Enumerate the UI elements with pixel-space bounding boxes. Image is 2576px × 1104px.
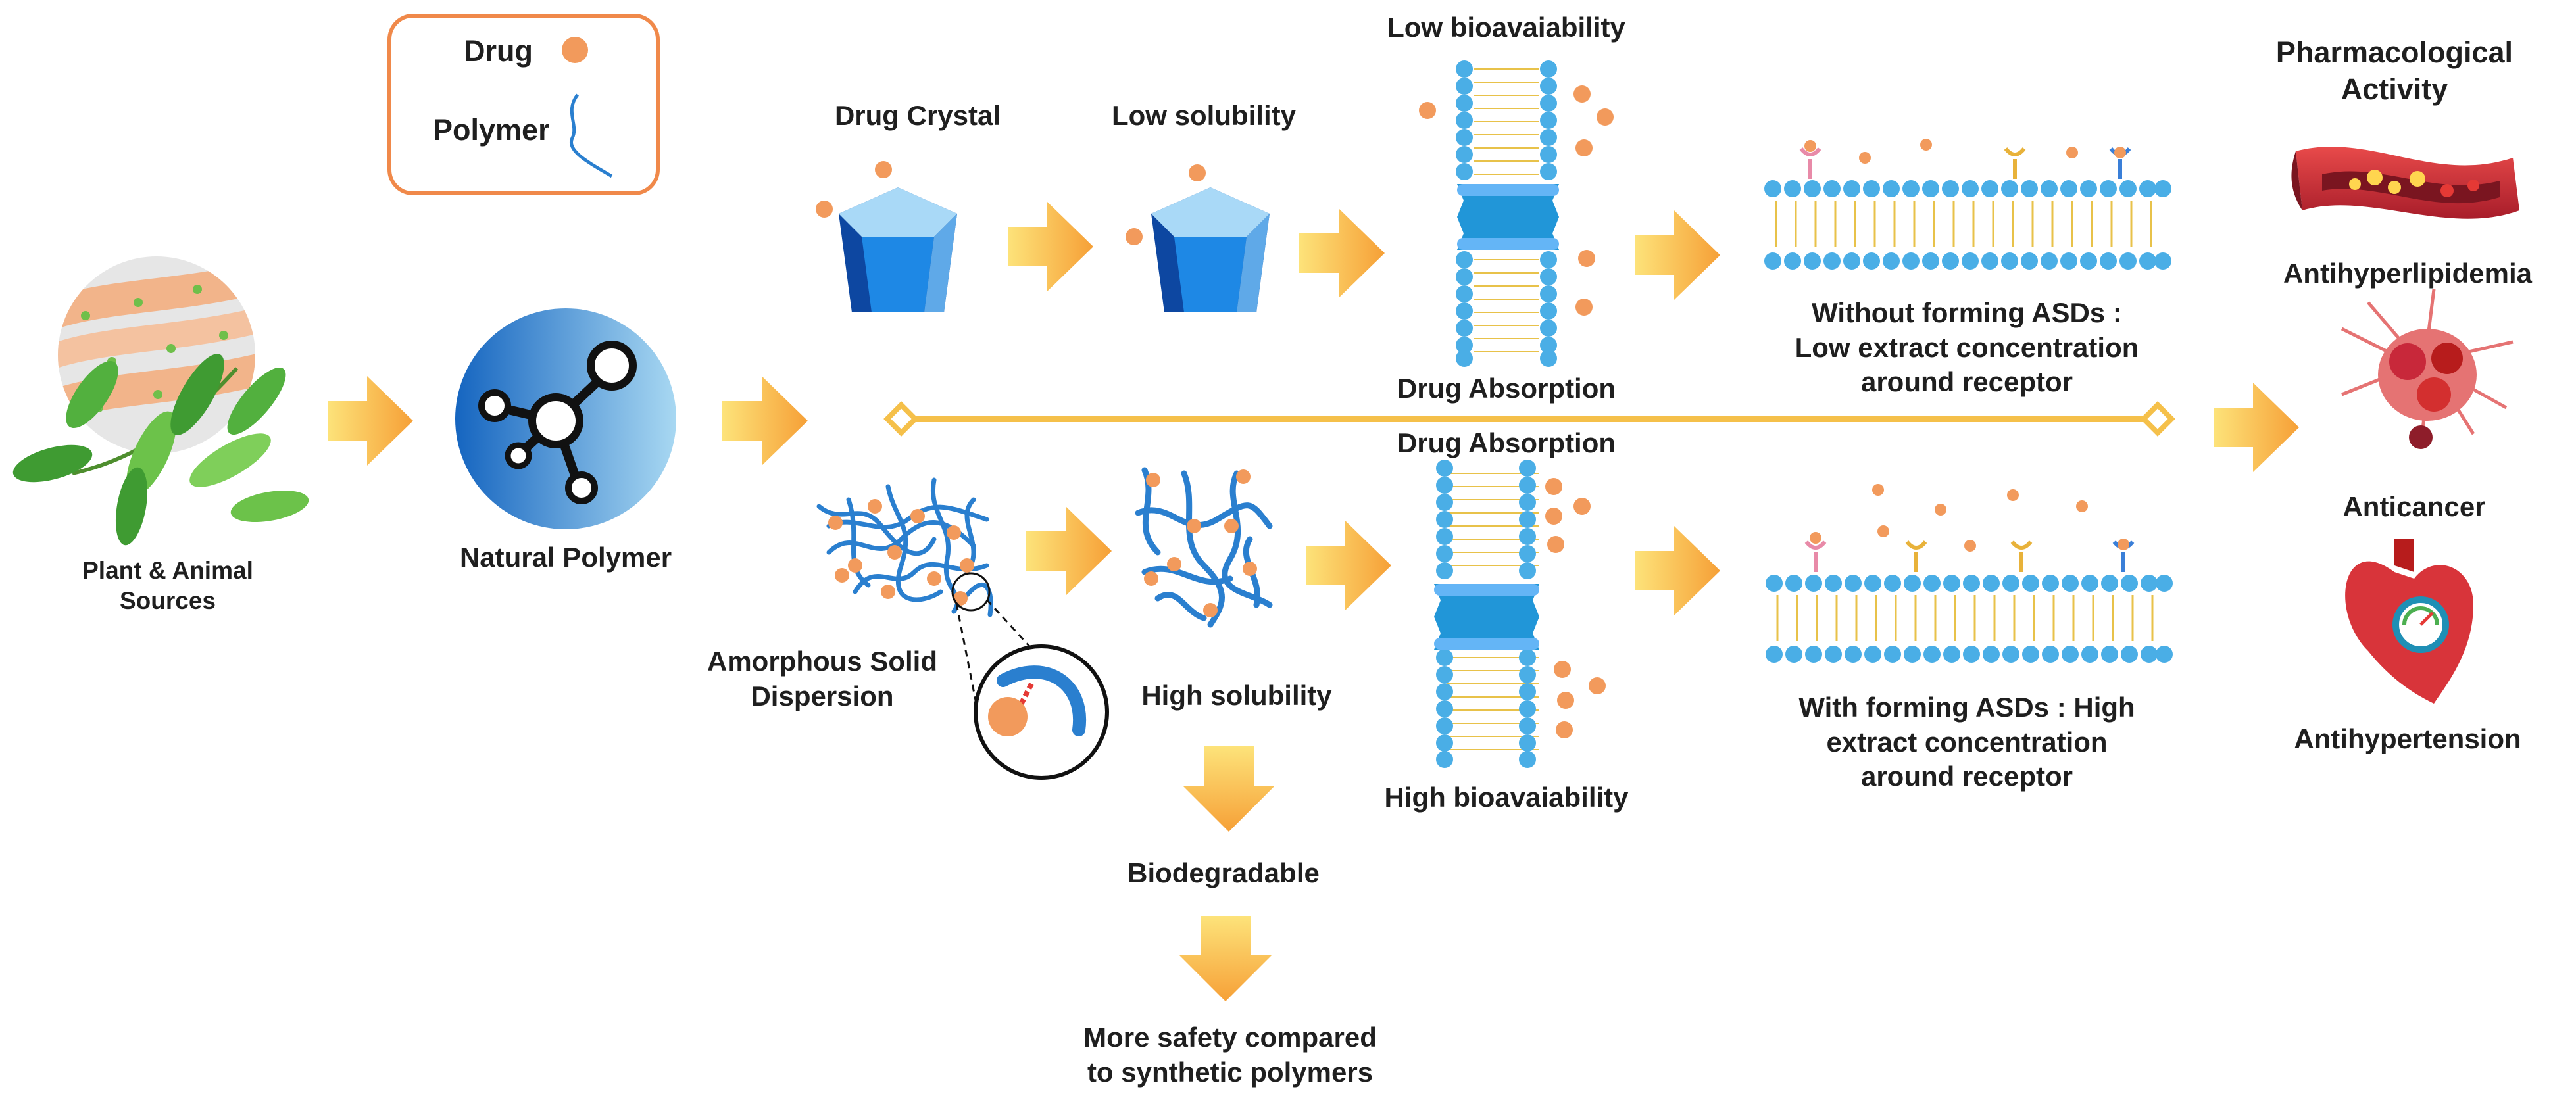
antihypertension-label: Antihypertension (2294, 723, 2521, 754)
activity-title-line1: Pharmacological (2275, 36, 2514, 69)
sources-label-line1: Plant & Animal (82, 557, 253, 584)
blood-vessel-icon (2291, 147, 2519, 219)
arrow-bottom-2 (1306, 521, 1391, 610)
with-asd-line1: With forming ASDs : High (1798, 692, 2135, 723)
with-asd-line2: extract concentration (1826, 726, 2108, 757)
anticancer-label: Anticancer (2342, 491, 2486, 522)
plant-animal-illustration (12, 256, 309, 546)
biodegradable-label: Biodegradable (1127, 857, 1320, 888)
arrow-top-1 (1008, 202, 1093, 291)
with-asd-label: With forming ASDs : High extract concent… (1750, 690, 2184, 794)
low-solubility-crystal (1126, 164, 1270, 312)
arrow-to-safety (1179, 916, 1272, 1001)
safety-label-line1: More safety compared (1083, 1022, 1377, 1053)
safety-label-line2: to synthetic polymers (1087, 1056, 1374, 1088)
low-bioavailability-label: Low bioavaiability (1387, 12, 1625, 43)
legend-polymer-label: Polymer (433, 113, 550, 147)
tumor-cell-icon (2341, 289, 2514, 449)
top-drug-absorption-label: Drug Absorption (1397, 373, 1616, 404)
without-asd-line2: Low extract concentration (1795, 331, 2139, 363)
arrow-bottom-1 (1026, 506, 1112, 596)
legend-drug-label: Drug (464, 34, 533, 68)
asd-label-line1: Amorphous Solid (707, 646, 937, 677)
high-solubility-label: High solubility (1141, 680, 1332, 711)
high-solubility-polymers (1135, 467, 1273, 628)
antihyperlipidemia-label: Antihyperlipidemia (2283, 258, 2533, 289)
arrow-bottom-3 (1635, 526, 1720, 615)
arrow-to-biodegradable (1183, 746, 1275, 832)
high-bioavailability-label: High bioavaiability (1384, 782, 1629, 813)
top-receptor-membrane (1764, 139, 2171, 270)
arrow-top-3 (1635, 210, 1720, 300)
sources-label: Plant & Animal Sources (69, 556, 266, 617)
bottom-receptor-membrane (1766, 484, 2173, 663)
bottom-cell-membrane (1434, 460, 1606, 768)
without-asd-label: Without forming ASDs : Low extract conce… (1750, 296, 2184, 400)
without-asd-line3: around receptor (1860, 366, 2073, 397)
sources-label-line2: Sources (119, 587, 216, 615)
legend-drug-dot (562, 37, 588, 63)
legend-box (387, 14, 660, 195)
arrow-to-polymer (328, 376, 413, 466)
branch-divider (883, 401, 2175, 437)
drug-crystal-label: Drug Crystal (834, 100, 1001, 131)
activity-title: Pharmacological Activity (2223, 34, 2565, 108)
drug-crystal-illustration (816, 161, 957, 312)
asd-label-line2: Dispersion (751, 680, 894, 711)
asd-label: Amorphous Solid Dispersion (684, 644, 960, 713)
natural-polymer-label: Natural Polymer (459, 542, 672, 573)
natural-polymer-molecule (455, 308, 676, 529)
legend-polymer-strand (569, 93, 613, 178)
arrow-to-branches (722, 376, 808, 466)
arrow-top-2 (1299, 208, 1385, 298)
with-asd-line3: around receptor (1860, 761, 2073, 792)
activity-title-line2: Activity (2341, 72, 2448, 107)
without-asd-line1: Without forming ASDs : (1812, 297, 2122, 328)
low-solubility-label: Low solubility (1112, 100, 1296, 131)
arrow-to-activity (2214, 383, 2299, 472)
amorphous-solid-dispersion-illustration (816, 477, 1109, 780)
safety-label: More safety compared to synthetic polyme… (1033, 1020, 1427, 1090)
heart-pressure-icon (2345, 539, 2473, 704)
top-cell-membrane (1419, 60, 1614, 367)
bottom-drug-absorption-label: Drug Absorption (1397, 427, 1616, 458)
